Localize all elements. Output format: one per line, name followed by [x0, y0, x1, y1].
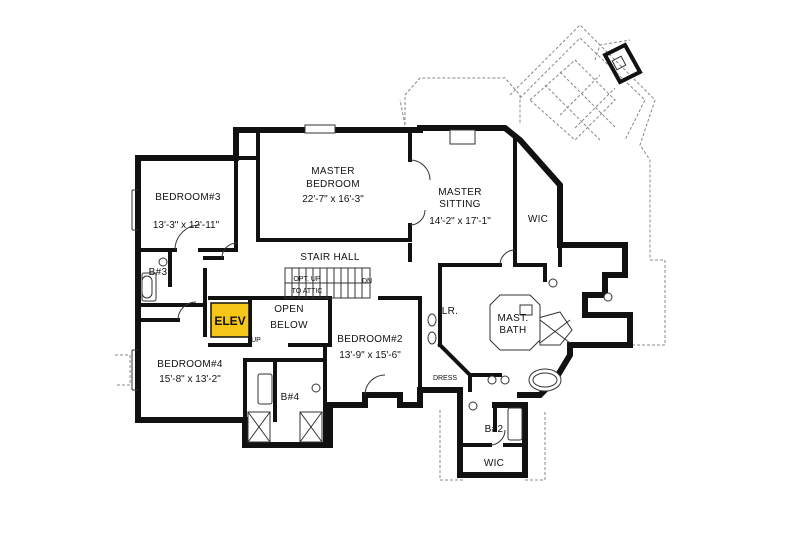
- master-bedroom-dims: 22'-7" x 16'-3": [302, 194, 364, 205]
- open-below-line1: OPEN: [274, 304, 304, 315]
- stairs: [284, 267, 371, 299]
- mast-bath-name2: BATH: [499, 325, 526, 336]
- bedroom3-dims: 13'-3" x 12'-11": [153, 220, 220, 231]
- elevator-label: ELEV: [214, 314, 245, 328]
- opt-up-line1: OPT. UP: [293, 276, 321, 283]
- roof-outline: [115, 24, 666, 481]
- bedroom2-name: BEDROOM#2: [337, 334, 403, 345]
- bedroom4-dims: 15'-8" x 13'-2": [159, 374, 221, 385]
- dress-label: DRESS: [433, 375, 457, 382]
- open-below-line2: BELOW: [270, 320, 308, 331]
- bedroom2-dims: 13'-9" x 15'-6": [339, 350, 401, 361]
- b2-label: B#2: [485, 424, 504, 435]
- b4-label: B#4: [281, 392, 300, 403]
- master-sitting-name2: SITTING: [439, 199, 481, 210]
- interior-walls: [136, 131, 562, 447]
- master-bedroom-name1: MASTER: [311, 166, 354, 177]
- fixtures: [131, 124, 613, 446]
- elevator: ELEV: [210, 302, 250, 338]
- wic-master-label: WIC: [528, 214, 548, 225]
- opt-up-line2: TO ATTIC: [292, 288, 323, 295]
- room-labels: MASTER BEDROOM 22'-7" x 16'-3" MASTER SI…: [149, 166, 548, 469]
- bedroom3-name: BEDROOM#3: [155, 192, 221, 203]
- bedroom4-name: BEDROOM#4: [157, 359, 223, 370]
- b3-label: B#3: [149, 267, 168, 278]
- exterior-walls: [135, 125, 633, 478]
- stair-hall-label: STAIR HALL: [300, 252, 360, 263]
- chimney: [602, 42, 643, 85]
- master-bedroom-name2: BEDROOM: [306, 179, 360, 190]
- master-sitting-name1: MASTER: [438, 187, 481, 198]
- mast-bath-name1: MAST.: [498, 313, 529, 324]
- lr-label: LR.: [442, 306, 458, 317]
- up-label: UP: [251, 337, 261, 344]
- dn-label: DN: [362, 278, 372, 285]
- master-sitting-dims: 14'-2" x 17'-1": [429, 216, 491, 227]
- wic2-label: WIC: [484, 458, 504, 469]
- elevator-box: [210, 302, 250, 338]
